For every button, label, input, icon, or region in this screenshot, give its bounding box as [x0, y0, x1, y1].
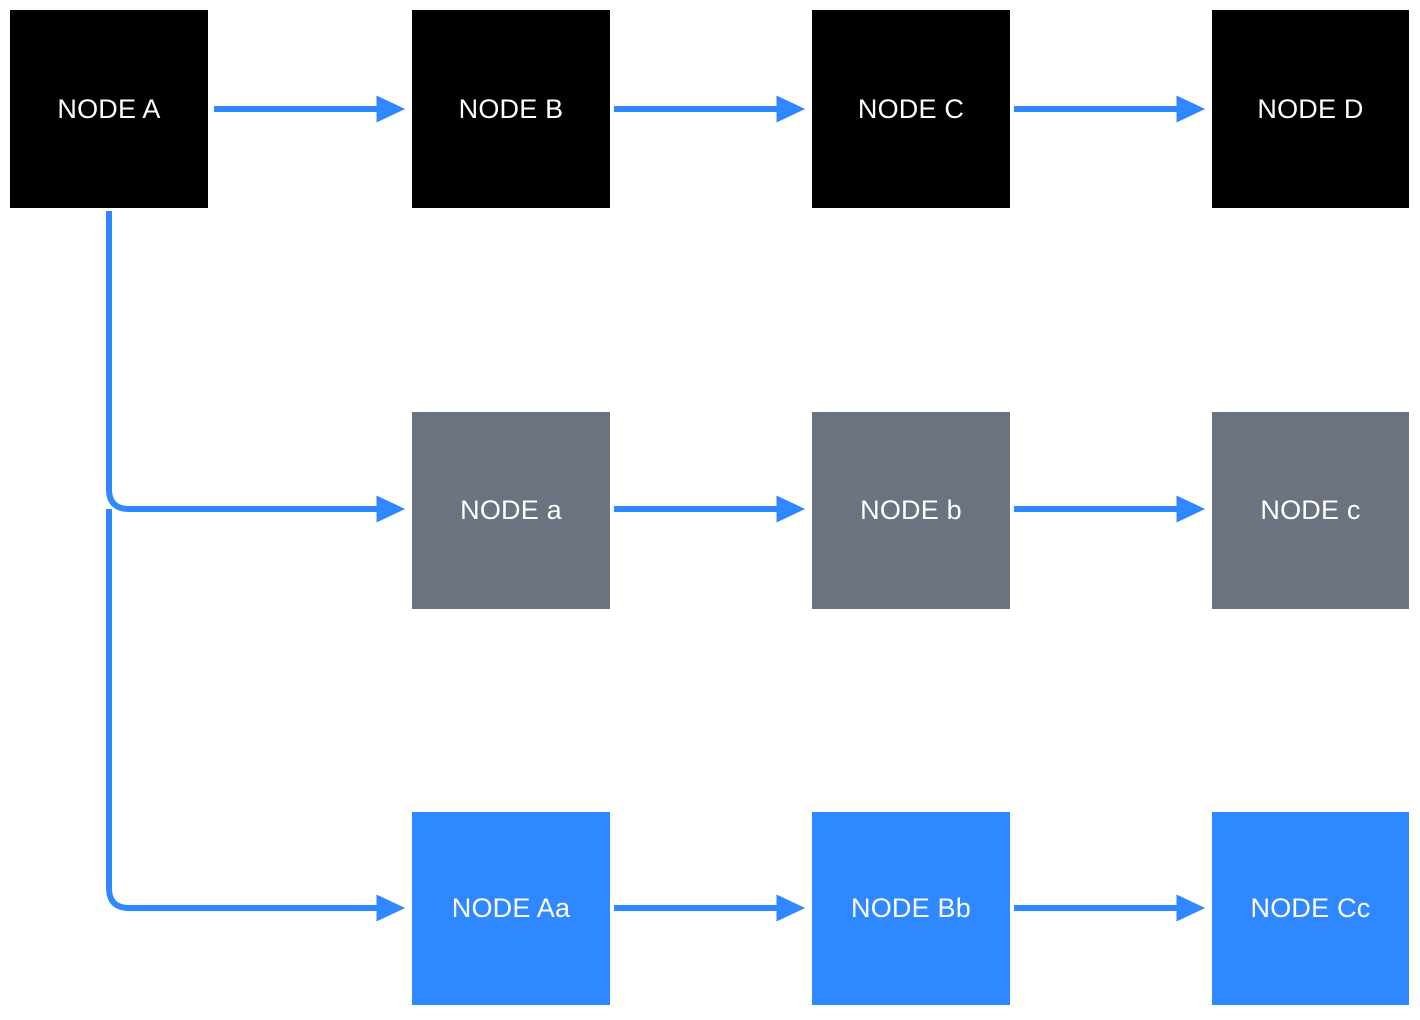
node-label: NODE D [1257, 93, 1364, 124]
node-node-d[interactable]: NODE D [1212, 10, 1409, 208]
node-node-c[interactable]: NODE C [812, 10, 1010, 208]
edge-node-a-to-node-lower-a [106, 211, 406, 523]
node-node-cc[interactable]: NODE Cc [1212, 812, 1409, 1005]
node-node-lower-b[interactable]: NODE b [812, 412, 1010, 609]
node-label: NODE Cc [1250, 893, 1371, 923]
node-node-lower-a[interactable]: NODE a [412, 412, 610, 609]
node-label: NODE A [57, 93, 161, 124]
node-node-a[interactable]: NODE A [10, 10, 208, 208]
node-label: NODE a [460, 495, 562, 525]
edge-node-a-to-node-aa [106, 509, 406, 922]
node-label: NODE b [860, 495, 962, 525]
node-node-lower-c[interactable]: NODE c [1212, 412, 1409, 609]
node-node-aa[interactable]: NODE Aa [412, 812, 610, 1005]
node-label: NODE Bb [851, 893, 971, 923]
node-label: NODE Aa [451, 893, 571, 923]
node-node-bb[interactable]: NODE Bb [812, 812, 1010, 1005]
node-label: NODE C [857, 93, 965, 124]
node-node-b[interactable]: NODE B [412, 10, 610, 208]
node-label: NODE c [1260, 495, 1361, 525]
node-label: NODE B [458, 93, 564, 124]
